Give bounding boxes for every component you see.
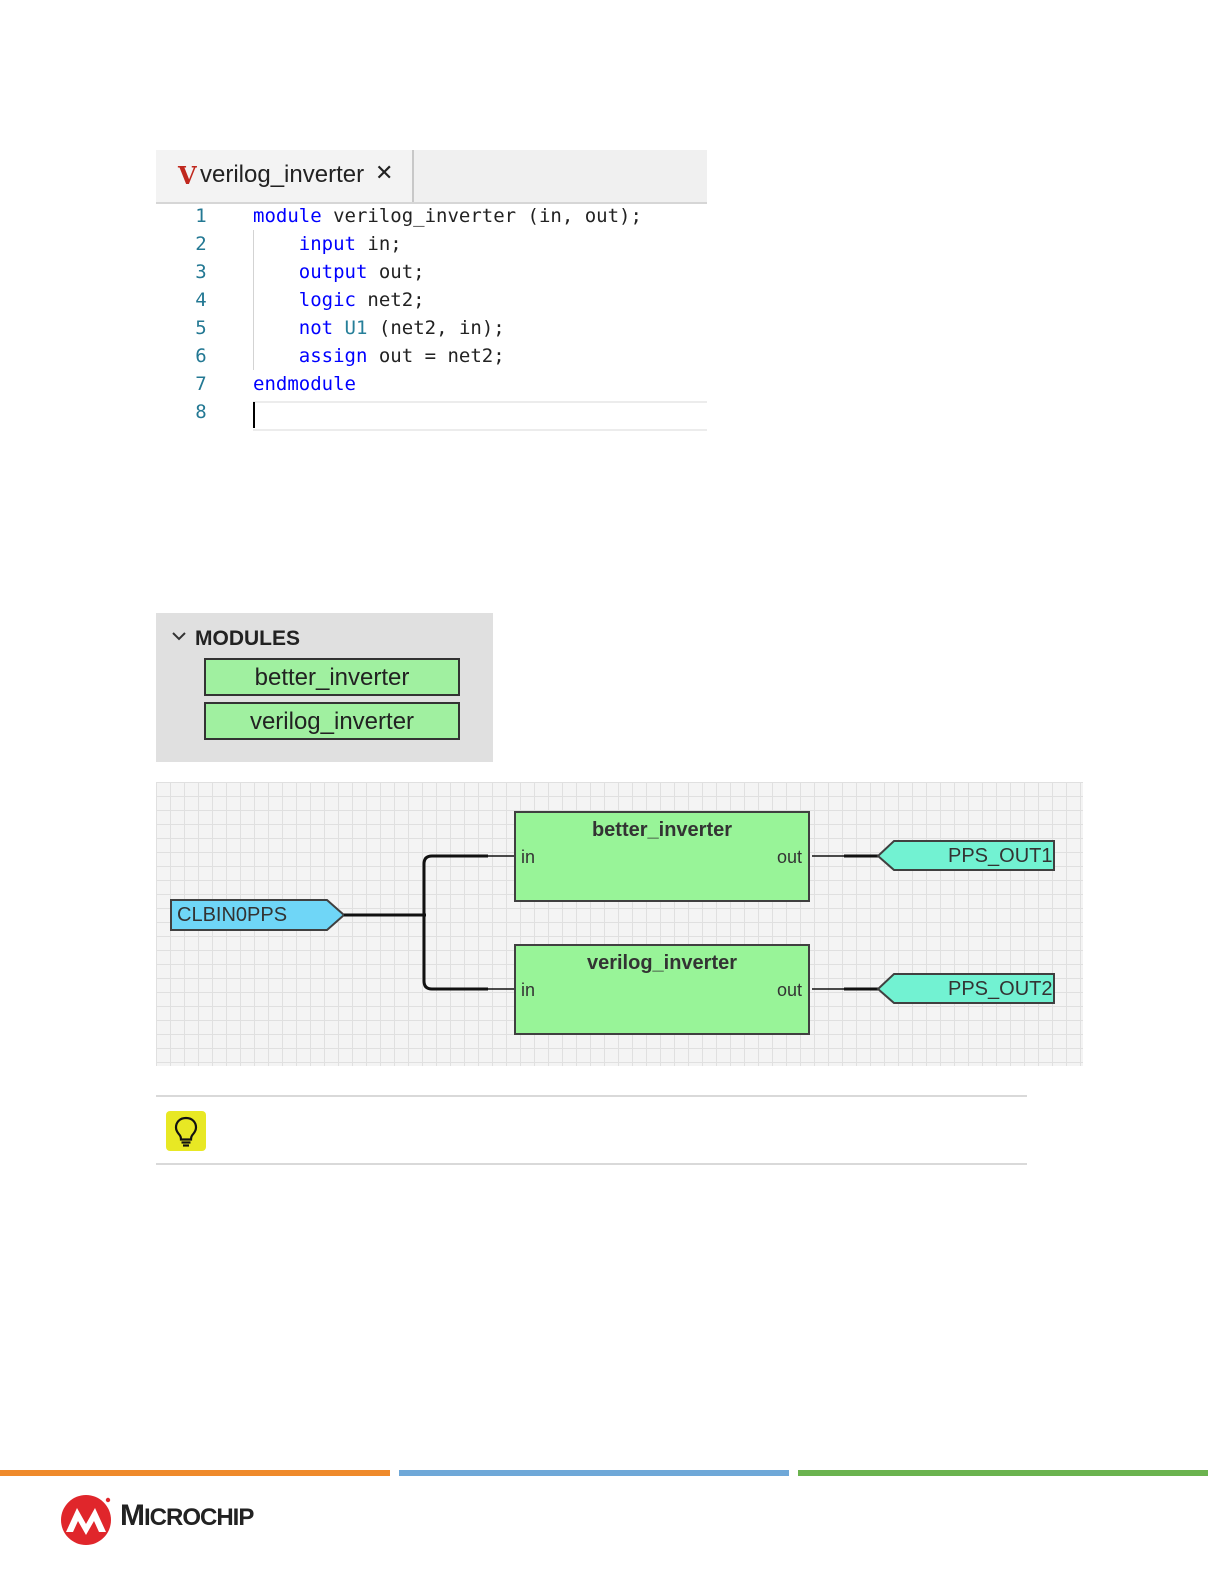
text-token: in; xyxy=(356,233,402,255)
port-in: in xyxy=(521,980,535,1000)
footer-bar-orange xyxy=(0,1470,390,1476)
text-token: (net2, in); xyxy=(367,317,504,339)
keyword-token: input xyxy=(299,233,356,255)
block-title: verilog_inverter xyxy=(516,952,808,974)
line-number: 7 xyxy=(186,370,216,398)
keyword-token: endmodule xyxy=(253,373,356,395)
code-line: 4 logic net2; xyxy=(156,286,707,314)
code-line: 6 assign out = net2; xyxy=(156,342,707,370)
keyword-token: assign xyxy=(299,345,368,367)
text-token xyxy=(333,317,344,339)
line-number: 8 xyxy=(186,398,216,426)
output-pin-label-2: PPS_OUT2 xyxy=(948,978,1052,1000)
line-content: logic net2; xyxy=(253,286,425,314)
microchip-wordmark: MICROCHIP xyxy=(120,1496,253,1538)
input-pin-label: CLBIN0PPS xyxy=(177,904,287,926)
code-editor: V verilog_inverter ✕ 1 module verilog_inv… xyxy=(156,150,707,428)
line-number: 2 xyxy=(186,230,216,258)
editor-tab-label: verilog_inverter xyxy=(200,161,364,189)
module-item-verilog-inverter[interactable]: verilog_inverter xyxy=(204,702,460,740)
line-content: module verilog_inverter (in, out); xyxy=(253,202,642,230)
wire-branch-top xyxy=(424,856,488,915)
line-content: not U1 (net2, in); xyxy=(253,314,505,342)
verilog-file-icon: V xyxy=(178,164,197,188)
text-token: net2; xyxy=(356,289,425,311)
port-out: out xyxy=(777,847,802,867)
line-content: endmodule xyxy=(253,370,356,398)
line-number: 3 xyxy=(186,258,216,286)
footer-bar-blue xyxy=(399,1470,789,1476)
schematic-canvas[interactable]: CLBIN0PPS better_inverter in out verilog… xyxy=(156,782,1083,1066)
code-line: 2 input in; xyxy=(156,230,707,258)
port-in: in xyxy=(521,847,535,867)
code-line: 3 output out; xyxy=(156,258,707,286)
line-content: output out; xyxy=(253,258,425,286)
keyword-token: output xyxy=(299,261,368,283)
close-icon[interactable]: ✕ xyxy=(375,160,393,188)
line-number: 5 xyxy=(186,314,216,342)
text-token: out = net2; xyxy=(367,345,504,367)
wire-branch-bottom xyxy=(424,915,488,989)
editor-tab-bar: V verilog_inverter ✕ xyxy=(156,150,707,204)
text-token: out; xyxy=(367,261,424,283)
text-token: verilog_inverter (in, out); xyxy=(322,205,642,227)
line-number: 6 xyxy=(186,342,216,370)
output-pin-label-1: PPS_OUT1 xyxy=(948,845,1052,867)
block-title: better_inverter xyxy=(516,819,808,841)
code-line: 8 xyxy=(156,398,707,426)
code-line: 5 not U1 (net2, in); xyxy=(156,314,707,342)
chevron-down-icon[interactable] xyxy=(168,625,190,647)
text-token xyxy=(253,345,299,367)
line-content: input in; xyxy=(253,230,402,258)
editor-tab[interactable]: V verilog_inverter ✕ xyxy=(156,150,414,202)
tip-divider-bottom xyxy=(156,1163,1027,1165)
identifier-token: U1 xyxy=(345,317,368,339)
line-number: 4 xyxy=(186,286,216,314)
block-better-inverter[interactable]: better_inverter in out xyxy=(514,811,810,902)
block-verilog-inverter[interactable]: verilog_inverter in out xyxy=(514,944,810,1035)
tip-divider-top xyxy=(156,1095,1027,1097)
keyword-token: not xyxy=(299,317,333,339)
keyword-token: module xyxy=(253,205,322,227)
line-number: 1 xyxy=(186,202,216,230)
text-token xyxy=(253,317,299,339)
module-item-better-inverter[interactable]: better_inverter xyxy=(204,658,460,696)
port-out: out xyxy=(777,980,802,1000)
footer-bar-green xyxy=(798,1470,1208,1476)
microchip-logo-icon xyxy=(60,1494,116,1546)
line-content: assign out = net2; xyxy=(253,342,505,370)
code-line: 1 module verilog_inverter (in, out); xyxy=(156,202,707,230)
modules-panel: MODULES better_inverter verilog_inverter xyxy=(156,613,493,762)
text-token xyxy=(253,261,299,283)
code-line: 7 endmodule xyxy=(156,370,707,398)
modules-title: MODULES xyxy=(195,627,300,651)
microchip-logo: MICROCHIP xyxy=(60,1494,280,1546)
text-token xyxy=(253,233,299,255)
lightbulb-icon xyxy=(166,1111,206,1151)
keyword-token: logic xyxy=(299,289,356,311)
text-token xyxy=(253,289,299,311)
